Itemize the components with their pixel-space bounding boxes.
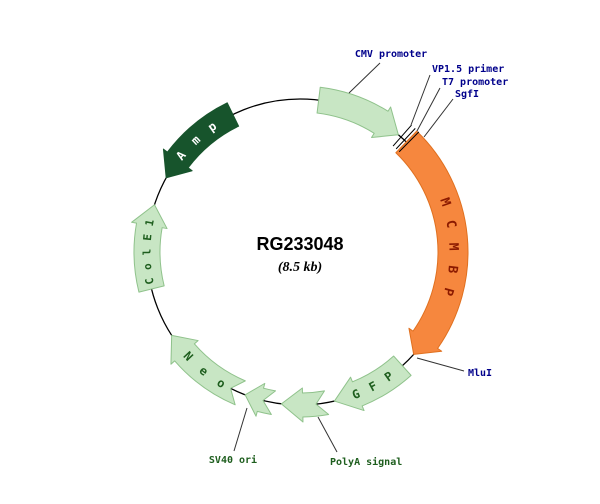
feature-label-mcmbp-orf-char: P (439, 286, 456, 298)
cmv-promoter-label: CMV promoter (355, 49, 427, 60)
junction-tick (398, 131, 420, 153)
feature-amp (162, 102, 240, 179)
plasmid-name: RG233048 (256, 234, 343, 254)
feature-label-gfp-char: G (350, 387, 362, 403)
feature-sv40-arrow (244, 382, 277, 417)
t7-promoter-label: T7 promoter (442, 77, 508, 88)
feature-cmv-promoter (316, 86, 399, 139)
vp15-primer-label: VP1.5 primer (432, 63, 504, 75)
sgfi-site-label-line (423, 98, 454, 138)
feature-label-cole1-char: C (143, 277, 157, 286)
t7-promoter-label-line (416, 87, 441, 132)
feature-label-mcmbp-orf-char: C (442, 219, 458, 229)
polya-signal-label-line (317, 416, 338, 453)
feature-label-cole1-char: E (141, 233, 155, 241)
feature-gfp (333, 355, 412, 412)
feature-mcmbp-orf (395, 130, 469, 355)
feature-label-mcmbp-orf-char: M (445, 242, 460, 251)
sv40-ori-label-line (233, 407, 248, 452)
polya-signal-label: PolyA signal (330, 456, 402, 468)
plasmid-size: (8.5 kb) (278, 260, 322, 275)
feature-label-mcmbp-orf-char: B (444, 265, 460, 275)
feature-polya-arrow (280, 387, 330, 423)
mlui-site-label-line (416, 357, 465, 372)
cmv-promoter-label-line (348, 62, 381, 94)
feature-label-cole1-char: l (141, 249, 154, 256)
feature-cole1 (131, 204, 168, 293)
junction-tick (392, 124, 412, 147)
feature-neo (170, 334, 246, 406)
feature-label-cole1-char: o (141, 262, 155, 270)
vp15-primer-label-line (410, 74, 431, 126)
sv40-ori-label: SV40 ori (209, 454, 257, 466)
mlui-site-label: MluI (468, 368, 492, 379)
junction-tick (395, 128, 416, 150)
sgfi-site-label: SgfI (455, 89, 479, 100)
feature-label-cole1-char: 1 (143, 218, 157, 227)
